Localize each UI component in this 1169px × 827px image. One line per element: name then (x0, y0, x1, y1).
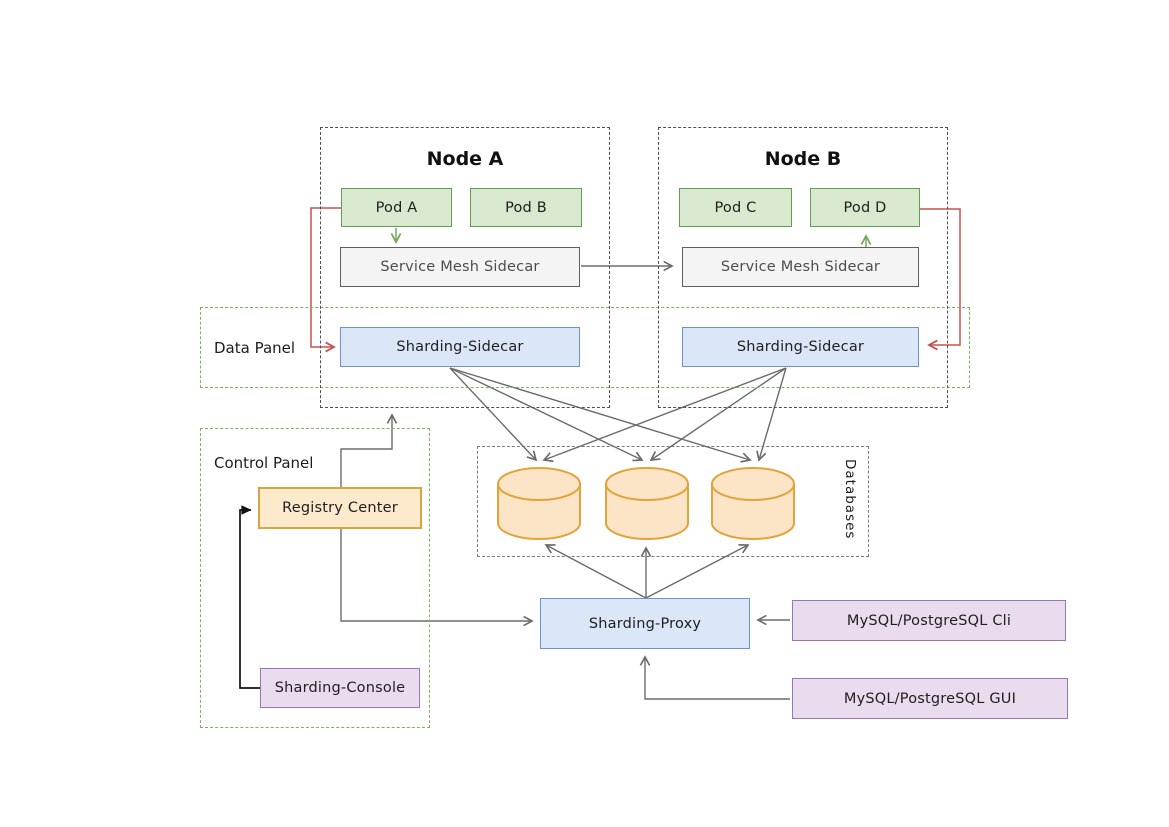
databases-zone: Databases (477, 446, 869, 557)
data-panel: Data Panel (200, 307, 970, 388)
arrow-registry-to-proxy (340, 529, 534, 627)
sharding-proxy-box: Sharding-Proxy (540, 598, 750, 649)
node-a-group: Node A (320, 127, 610, 408)
mysql-postgresql-gui-box: MySQL/PostgreSQL GUI (792, 678, 1068, 719)
pod-d-box: Pod D (810, 188, 920, 227)
arrow-podD-to-sidecarB (920, 208, 961, 351)
pod-b-box: Pod B (470, 188, 582, 227)
arrow-sidecarB-to-db1 (542, 367, 787, 463)
arrow-proxy-to-db1 (544, 544, 647, 599)
sharding-console-box: Sharding-Console (260, 668, 420, 708)
arrow-sidecarA-to-db1 (449, 367, 538, 462)
service-mesh-sidecar-a-box: Service Mesh Sidecar (340, 247, 580, 287)
arrow-console-to-registry (239, 505, 260, 689)
registry-center-box: Registry Center (258, 487, 422, 529)
sharding-sidecar-a-box: Sharding-Sidecar (340, 327, 580, 367)
node-b-group: Node B (658, 127, 948, 408)
mysql-postgresql-cli-box: MySQL/PostgreSQL Cli (792, 600, 1066, 641)
arrow-podA-to-sidecarA (310, 207, 341, 353)
arrow-sidecarB-to-db2 (649, 367, 787, 461)
database-cylinder (711, 467, 795, 540)
control-panel: Control Panel (200, 428, 430, 728)
arrow-registry-to-nodeA (340, 413, 398, 487)
node-b-title: Node B (764, 148, 842, 170)
pod-c-box: Pod C (679, 188, 792, 227)
arrow-gui-to-proxy (639, 655, 790, 700)
database-cylinder (497, 467, 581, 540)
control-panel-label: Control Panel (214, 454, 314, 472)
node-a-title: Node A (426, 148, 504, 170)
arrow-sidecarA-to-db2 (449, 367, 644, 462)
arrow-sidecarB-to-db3 (756, 367, 787, 462)
sharding-sidecar-b-box: Sharding-Sidecar (682, 327, 919, 367)
databases-label: Databases (842, 459, 858, 540)
database-cylinder (605, 467, 689, 540)
pod-a-box: Pod A (341, 188, 452, 227)
arrow-proxy-to-db3 (645, 543, 750, 599)
arrow-sidecarA-to-db3 (449, 367, 752, 463)
service-mesh-sidecar-b-box: Service Mesh Sidecar (682, 247, 919, 287)
data-panel-label: Data Panel (214, 339, 296, 357)
